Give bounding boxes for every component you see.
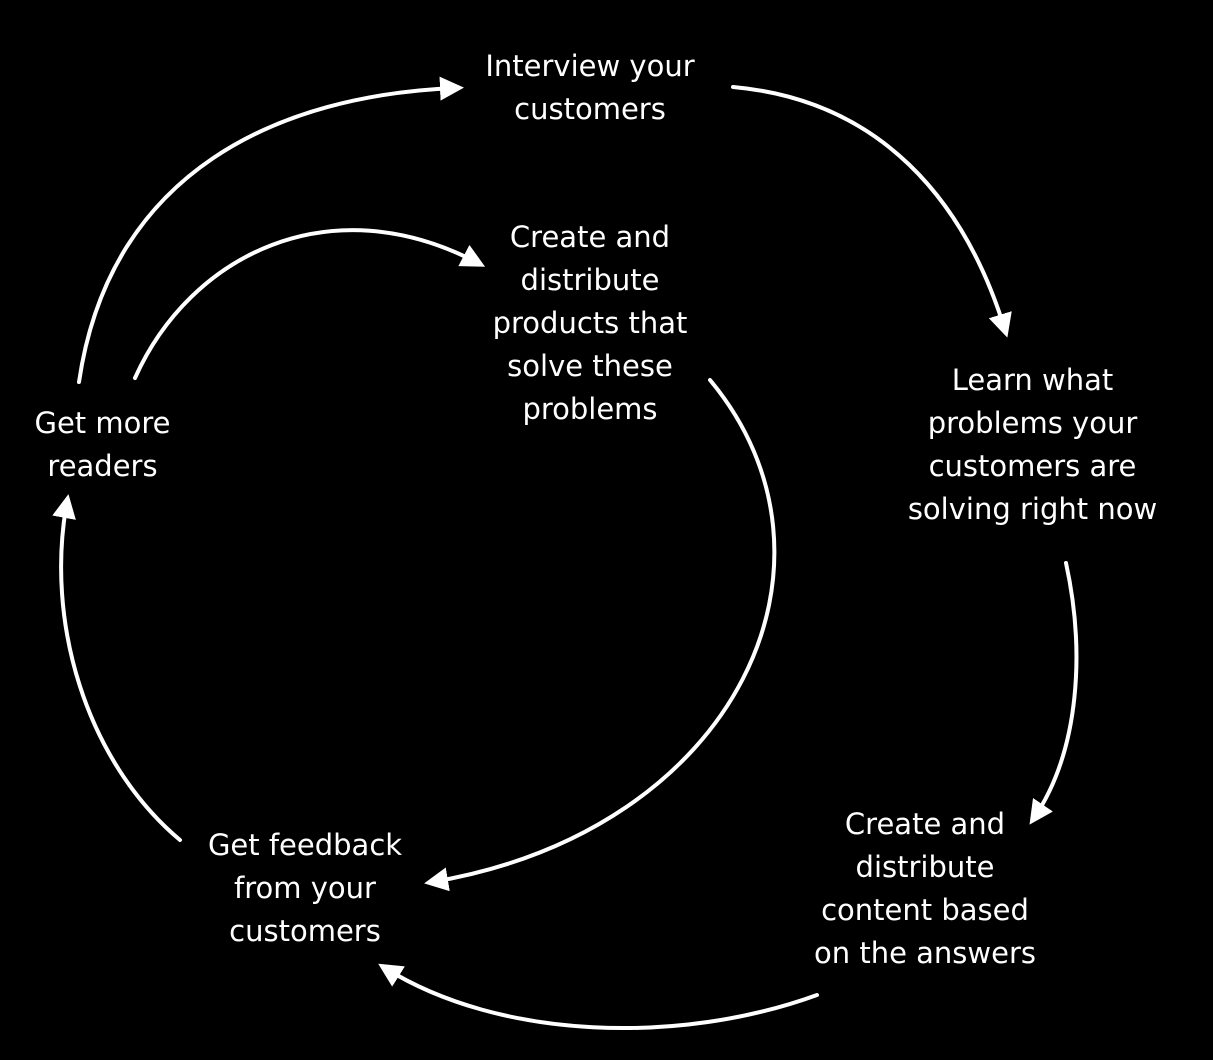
- arrow-content-to-feedback: [378, 963, 819, 1030]
- arrow-readers-to-products: [133, 228, 486, 380]
- node-text-line: products that: [492, 306, 688, 340]
- node-text-line: Get feedback: [207, 828, 403, 862]
- arrow-readers-to-interview: [77, 76, 464, 384]
- node-text-line: customers are: [928, 449, 1137, 483]
- node-learn-problems: Learn what problems your customers are s…: [890, 359, 1175, 531]
- node-text-line: Create and: [844, 807, 1006, 841]
- node-text-line: problems your: [927, 406, 1138, 440]
- node-create-products: Create and distribute products that solv…: [460, 216, 720, 431]
- node-text-line: distribute: [855, 850, 995, 884]
- node-text-line: from your: [234, 871, 376, 905]
- node-text-line: problems: [522, 392, 658, 426]
- node-text-line: content based: [821, 893, 1029, 927]
- node-text-line: distribute: [520, 263, 660, 297]
- arrow-interview-to-learn: [731, 85, 1012, 338]
- node-text-line: customers: [229, 914, 381, 948]
- node-create-content: Create and distribute content based on t…: [790, 803, 1060, 975]
- node-text-line: Interview your: [485, 49, 695, 83]
- arrow-feedback-to-readers: [52, 494, 182, 842]
- node-text-line: Create and: [509, 220, 671, 254]
- arrow-products-to-feedback: [424, 378, 777, 892]
- node-text-line: on the answers: [813, 936, 1036, 970]
- node-text-line: customers: [514, 92, 666, 126]
- node-get-more-readers: Get more readers: [10, 402, 195, 488]
- node-text-line: readers: [47, 449, 158, 483]
- node-text-line: solve these: [507, 349, 673, 383]
- arrow-learn-to-content: [1029, 561, 1079, 825]
- node-get-feedback: Get feedback from your customers: [180, 824, 430, 953]
- node-text-line: solving right now: [907, 492, 1158, 526]
- node-text-line: Learn what: [951, 363, 1114, 397]
- node-text-line: Get more: [34, 406, 171, 440]
- node-interview-customers: Interview your customers: [440, 45, 740, 131]
